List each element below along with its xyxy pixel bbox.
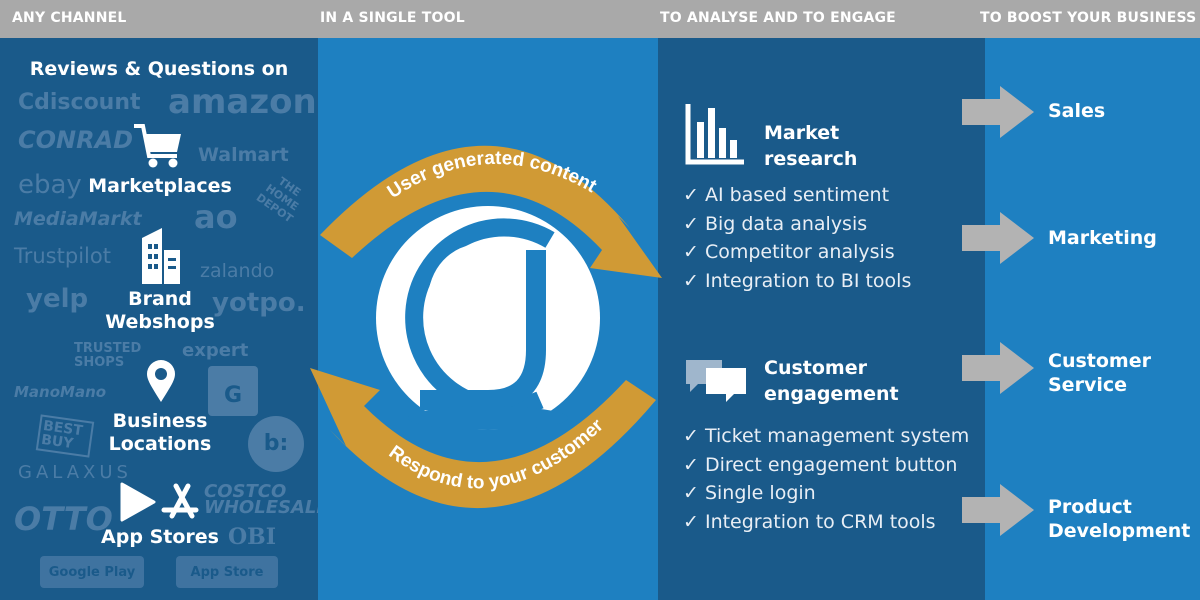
brand-logo: OBI (228, 524, 277, 550)
brand-logo: MediaMarkt (14, 208, 142, 230)
brand-logo: ManoMano (14, 383, 107, 401)
channels-panel: Reviews & Questions on Cdiscount amazon … (0, 38, 329, 600)
list-item: ✓ Ticket management system (683, 425, 970, 447)
brand-logo: Cdiscount (18, 90, 141, 115)
list-item: ✓ Competitor analysis (683, 241, 895, 263)
building-icon (142, 228, 180, 284)
logo-g-icon (376, 206, 600, 430)
category-brand-webshops: Brand Webshops (105, 288, 215, 333)
cycle-diagram: User generated content Respond to your c… (310, 145, 662, 509)
list-item: ✓ Single login (683, 482, 816, 504)
respond-to-customer-arrow (310, 368, 656, 509)
header-analyse: TO ANALYSE AND TO ENGAGE (660, 10, 896, 26)
brand-logo: COSTCO WHOLESALE (204, 481, 329, 518)
category-app-stores: App Stores (101, 526, 219, 548)
brand-logo: GALAXUS (18, 462, 132, 483)
brand-logo: ao (194, 198, 238, 236)
brand-logo: ebay (18, 170, 82, 200)
user-generated-content-arrow (320, 145, 662, 278)
category-marketplaces: Marketplaces (88, 175, 232, 197)
outcome-sales: Sales (1048, 100, 1106, 122)
channels-title: Reviews & Questions on (29, 58, 289, 80)
arrow-right-icon (962, 212, 1034, 264)
arrow-right-icon (962, 342, 1034, 394)
outcome-marketing: Marketing (1048, 227, 1157, 249)
brand-logo: G (208, 366, 258, 416)
bar-chart-icon (685, 104, 744, 165)
brand-logo: amazon (168, 82, 317, 122)
brand-logo: yelp (26, 284, 89, 314)
brand-logo: expert (182, 340, 249, 361)
brand-logo: Trustpilot (14, 244, 111, 268)
header-boost: TO BOOST YOUR BUSINESS (980, 10, 1197, 26)
customer-engagement-list: ✓ Ticket management system ✓ Direct enga… (683, 422, 969, 536)
list-item: ✓ Integration to CRM tools (683, 510, 936, 533)
list-item: ✓ Integration to BI tools (683, 269, 912, 292)
shopping-cart-icon (134, 124, 181, 168)
arrow-right-icon (962, 86, 1034, 138)
brand-logo: BEST BUY (35, 414, 95, 458)
app-store-badge: App Store (176, 556, 278, 588)
brand-logo: Walmart (198, 144, 289, 166)
brand-logo: TRUSTED SHOPS (74, 341, 142, 370)
list-item: ✓ Direct engagement button (683, 453, 958, 476)
market-research-list: ✓ AI based sentiment ✓ Big data analysis… (683, 181, 911, 295)
map-pin-icon (147, 360, 175, 402)
brand-logo: b: (248, 416, 304, 472)
header-single-tool: IN A SINGLE TOOL (320, 10, 465, 26)
header-bar: ANY CHANNEL IN A SINGLE TOOL TO ANALYSE … (0, 0, 1200, 38)
arrow-right-icon (962, 484, 1034, 536)
chat-bubbles-icon (686, 360, 746, 402)
list-item: ✓ Big data analysis (683, 212, 868, 235)
google-play-badge: Google Play (40, 556, 144, 588)
header-any-channel: ANY CHANNEL (12, 10, 127, 26)
category-business-locations: Business Locations (108, 410, 212, 455)
brand-logo: CONRAD (18, 126, 134, 154)
list-item: ✓ AI based sentiment (683, 184, 890, 206)
app-store-icon (120, 482, 199, 522)
brand-logo: zalando (200, 260, 275, 282)
brand-logo: OTTO (14, 500, 113, 538)
brand-logo: yotpo. (212, 288, 306, 318)
